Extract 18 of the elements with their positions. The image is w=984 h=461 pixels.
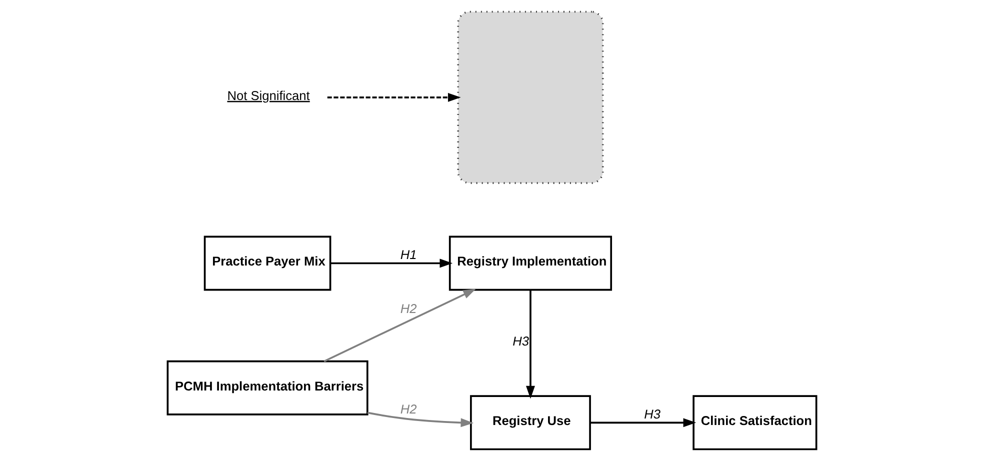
arrow [330,258,453,268]
node-box [457,10,604,184]
edge-label: H2 [400,402,417,417]
arrow [526,290,535,399]
edge-label: H2 [400,300,417,316]
node-text: Not Significant [227,88,310,103]
edge-label: H1 [400,246,417,262]
node-box: Registry Use [470,395,591,450]
arrow [590,418,696,428]
node-box: PCMH Implementation Barriers [166,360,368,416]
node-box: Clinic Satisfaction [692,395,818,450]
arrow [327,92,461,102]
node-box: Registry Implementation [448,236,612,291]
arrow [367,412,474,428]
edge-label: H3 [512,333,530,348]
edge-label: H3 [644,406,660,422]
arrow [324,288,476,362]
node-box: Practice Payer Mix [204,236,332,291]
